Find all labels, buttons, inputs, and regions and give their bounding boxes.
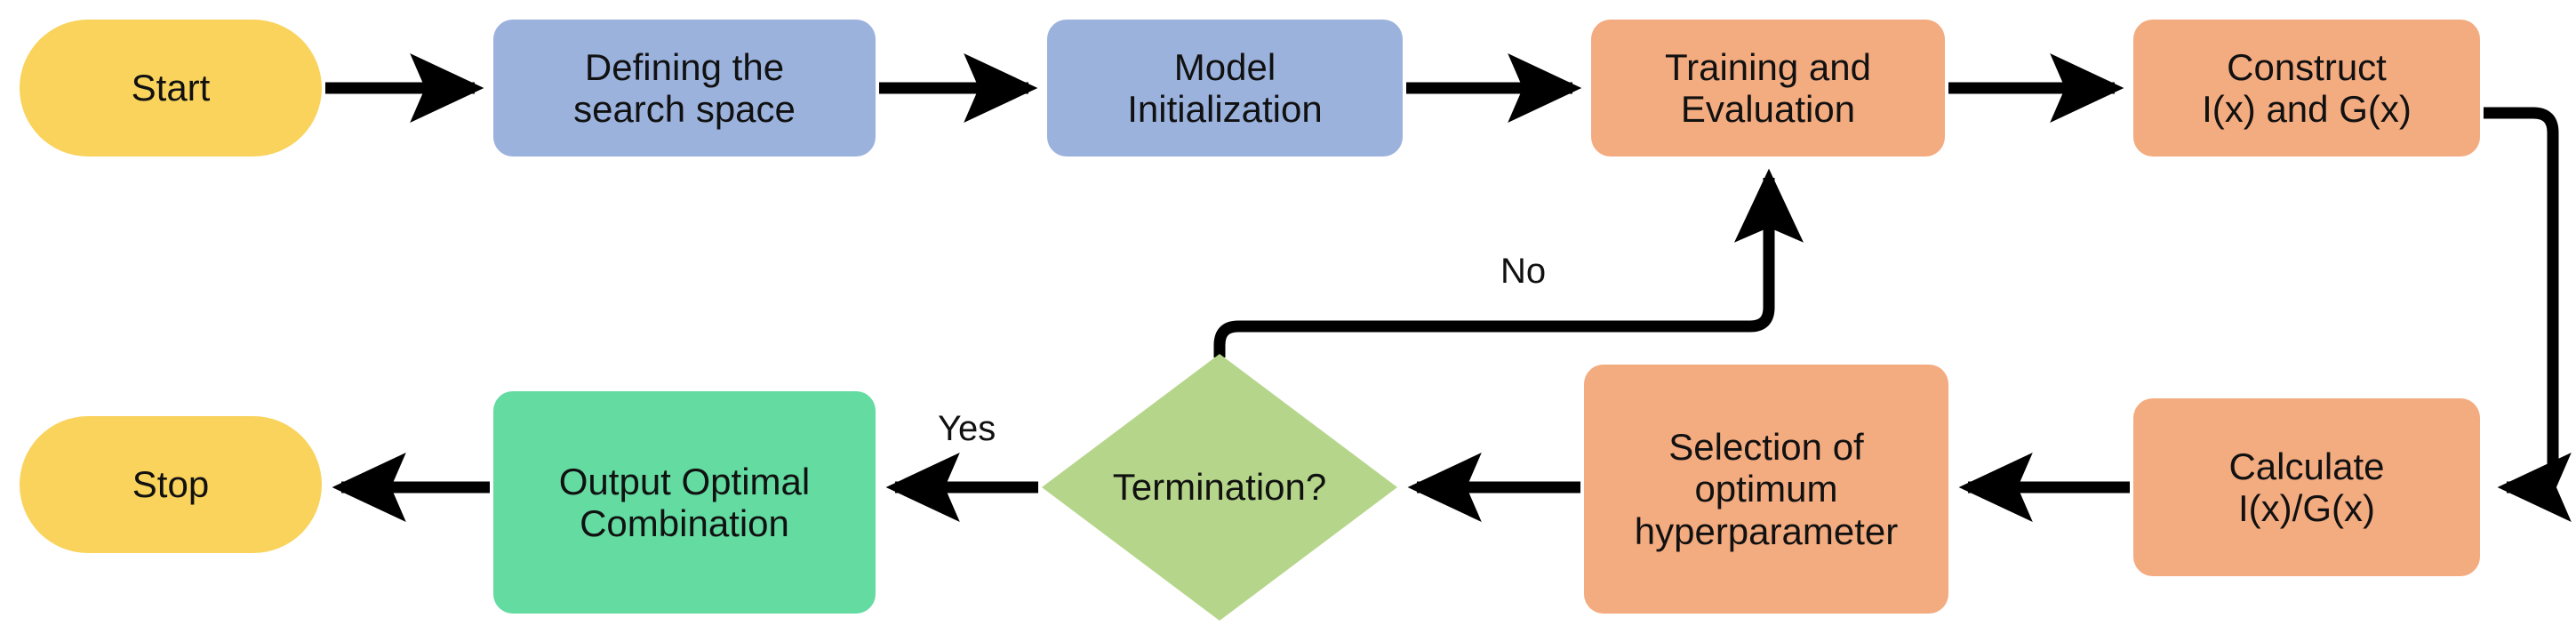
edge-construct-to-calculate — [2484, 107, 2572, 522]
node-output-optimal-combination-label: Output Optimal Combination — [558, 460, 811, 544]
node-training-and-evaluation[interactable]: Training and Evaluation — [1591, 20, 1945, 156]
diamond-shape — [1042, 354, 1397, 621]
edge-label-yes: Yes — [938, 409, 996, 448]
node-termination-label: Termination? — [1112, 466, 1327, 509]
node-model-initialization-label: Model Initialization — [1127, 45, 1323, 130]
node-stop-label: Stop — [132, 463, 210, 506]
node-defining-the-search-space-label: Defining the search space — [573, 45, 796, 130]
node-selection-of-optimum-hyperparameter-label: Selection of optimum hyperparameter — [1634, 426, 1899, 552]
node-model-initialization[interactable]: Model Initialization — [1047, 20, 1403, 156]
edge-termination-to-training — [1213, 168, 1804, 357]
node-selection-of-optimum-hyperparameter[interactable]: Selection of optimum hyperparameter — [1584, 365, 1948, 614]
node-construct-ix-and-gx-label: Construct I(x) and G(x) — [2202, 45, 2412, 130]
node-defining-the-search-space[interactable]: Defining the search space — [493, 20, 876, 156]
node-training-and-evaluation-label: Training and Evaluation — [1665, 45, 1871, 130]
node-start-label: Start — [131, 67, 211, 109]
node-construct-ix-and-gx[interactable]: Construct I(x) and G(x) — [2133, 20, 2480, 156]
node-termination[interactable]: Termination? — [1042, 354, 1397, 621]
node-stop[interactable]: Stop — [20, 416, 322, 553]
node-start[interactable]: Start — [20, 20, 322, 156]
node-calculate-ix-gx[interactable]: Calculate I(x)/G(x) — [2133, 398, 2480, 576]
node-output-optimal-combination[interactable]: Output Optimal Combination — [493, 391, 876, 614]
edge-label-no: No — [1500, 252, 1547, 291]
node-calculate-ix-gx-label: Calculate I(x)/G(x) — [2228, 445, 2385, 529]
